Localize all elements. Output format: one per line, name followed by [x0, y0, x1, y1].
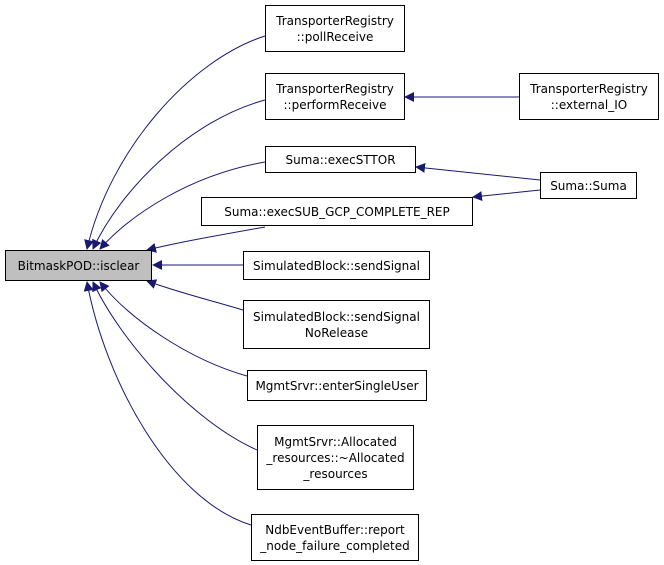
node-label-line-3: _resources — [303, 466, 368, 481]
node-mgmtsrvr-allocated-resources[interactable]: MgmtSrvr::Allocated _resources::~Allocat… — [257, 425, 414, 490]
node-label-line-1: MgmtSrvr::Allocated — [274, 434, 397, 449]
node-label: MgmtSrvr::enterSingleUser — [255, 378, 419, 393]
node-mgmtsrvr-entersingleuser[interactable]: MgmtSrvr::enterSingleUser — [247, 370, 427, 401]
edge-enterSingleUser-to-isclear — [99, 281, 248, 377]
node-label-line-2: _resources::~Allocated — [266, 450, 405, 465]
node-label-line-1: TransporterRegistry — [276, 81, 394, 96]
edge-subgcp-to-isclear — [146, 226, 266, 253]
node-label-line-1: TransporterRegistry — [276, 13, 394, 28]
node-label-line-1: TransporterRegistry — [530, 81, 648, 96]
node-label: SimulatedBlock::sendSignal — [253, 258, 420, 273]
node-label: Suma::execSTTOR — [285, 152, 396, 167]
node-simulatedblock-sendsignal[interactable]: SimulatedBlock::sendSignal — [243, 251, 430, 280]
node-label-line-2: ::performReceive — [283, 97, 387, 112]
node-label: Suma::execSUB_GCP_COMPLETE_REP — [224, 204, 450, 219]
edge-performReceive-to-isclear — [92, 99, 266, 250]
node-label-line-2: ::external_IO — [550, 97, 628, 112]
node-transporterregistry-performreceive[interactable]: TransporterRegistry ::performReceive — [265, 73, 405, 120]
node-label-line-2: _node_failure_completed — [260, 538, 410, 553]
node-label-line-2: NoRelease — [304, 325, 369, 340]
node-suma-execsub-gcp-complete-rep[interactable]: Suma::execSUB_GCP_COMPLETE_REP — [201, 197, 473, 226]
node-label: BitmaskPOD::isclear — [17, 258, 140, 273]
node-simulatedblock-sendsignalnorelease[interactable]: SimulatedBlock::sendSignal NoRelease — [243, 300, 430, 349]
edge-suma-to-execSTTOR — [415, 162, 541, 181]
node-suma-suma[interactable]: Suma::Suma — [540, 172, 637, 199]
node-label-line-2: ::pollReceive — [296, 29, 374, 44]
edge-allocatedResources-to-isclear — [92, 281, 258, 451]
node-label: Suma::Suma — [550, 178, 627, 193]
node-transporterregistry-external-io[interactable]: TransporterRegistry ::external_IO — [519, 73, 659, 120]
edge-execSTTOR-to-isclear — [99, 161, 266, 250]
node-ndbeventbuffer-report-node-failure-completed[interactable]: NdbEventBuffer::report _node_failure_com… — [251, 514, 419, 561]
edge-pollReceive-to-isclear — [84, 35, 266, 250]
node-label-line-1: SimulatedBlock::sendSignal — [253, 309, 420, 324]
edge-ndbEventBuffer-to-isclear — [83, 281, 252, 526]
edge-suma-to-subgcp — [472, 189, 541, 202]
node-label-line-1: NdbEventBuffer::report — [265, 522, 405, 537]
node-bitmaskpod-isclear: BitmaskPOD::isclear — [5, 250, 152, 281]
node-transporterregistry-pollreceive[interactable]: TransporterRegistry ::pollReceive — [265, 5, 405, 52]
edge-sendSignalNoRelease-to-isclear — [146, 279, 244, 311]
node-suma-execsttor[interactable]: Suma::execSTTOR — [265, 146, 416, 173]
